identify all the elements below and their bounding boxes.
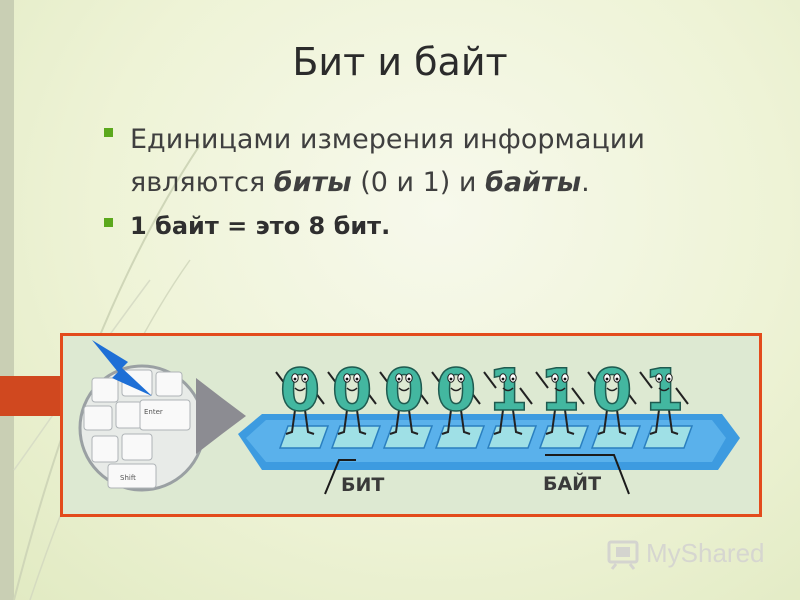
bullet-units-line2-end: .: [581, 167, 590, 198]
byte-pointer-line: [545, 454, 630, 495]
bullet-marker-icon: [104, 128, 113, 137]
pupil: [293, 377, 297, 381]
smile: [294, 387, 306, 392]
smile: [398, 387, 410, 392]
smile: [502, 387, 514, 392]
pupil: [501, 377, 505, 381]
bit-label: БИТ: [341, 474, 384, 496]
term-bytes: байты: [485, 167, 582, 198]
digit-glyph: 0: [332, 356, 372, 424]
digit-character: 0: [275, 355, 325, 435]
pupil: [397, 377, 401, 381]
bit-cell: [434, 425, 486, 449]
key-enter-label: Enter: [144, 408, 163, 416]
bit-pointer-line: [324, 459, 356, 495]
pupil: [345, 377, 349, 381]
bullet-marker-icon: [104, 218, 113, 227]
pupil: [605, 377, 609, 381]
digit-character: 0: [379, 355, 429, 435]
bit-cell: [486, 425, 538, 449]
pupil: [407, 377, 411, 381]
smile: [658, 387, 670, 392]
digit-glyph: 1: [488, 356, 528, 424]
byte-label: БАЙТ: [543, 472, 601, 495]
chevron-arrow-icon: [196, 378, 246, 454]
smile: [606, 387, 618, 392]
pupil: [563, 377, 567, 381]
bullet-list: Единицами измерения информации являются …: [104, 118, 744, 244]
smile: [450, 387, 462, 392]
pupil: [511, 377, 515, 381]
pupil: [615, 377, 619, 381]
term-bits: биты: [273, 167, 352, 198]
lightning-pointer-icon: [92, 340, 152, 396]
bit-cell: [590, 425, 642, 449]
pupil: [355, 377, 359, 381]
digit-character: 0: [327, 355, 377, 435]
key-shift-label: Shift: [120, 474, 136, 482]
bit-cell: [642, 425, 694, 449]
bit-cell: [330, 425, 382, 449]
bullet-byte-definition-text: 1 байт = это 8 бит.: [130, 212, 391, 240]
smile: [554, 387, 566, 392]
pupil: [449, 377, 453, 381]
pupil: [459, 377, 463, 381]
digit-character: 0: [431, 355, 481, 435]
pupil: [667, 377, 671, 381]
myshared-logo-icon: [607, 540, 639, 570]
left-decorative-strip: [0, 0, 14, 600]
digit-character: 1: [639, 355, 689, 435]
slide-title: Бит и байт: [292, 40, 508, 84]
bit-cell: [278, 425, 330, 449]
digit-character: 1: [535, 355, 585, 435]
keyboard-zoom-icon: Enter Shift: [78, 340, 206, 492]
bullet-byte-definition: 1 байт = это 8 бит.: [104, 208, 744, 244]
bullet-units-line2-before: являются: [130, 167, 274, 198]
bullet-units-line2-middle: (0 и 1) и: [351, 167, 486, 198]
watermark-text: MyShared: [646, 538, 765, 568]
bullet-units: Единицами измерения информации являются …: [104, 118, 744, 204]
smile: [346, 387, 358, 392]
pupil: [657, 377, 661, 381]
bit-cell: [538, 425, 590, 449]
bullet-units-line1: Единицами измерения информации: [130, 124, 645, 155]
left-accent-bar: [0, 376, 62, 416]
bit-cell: [382, 425, 434, 449]
pupil: [553, 377, 557, 381]
digit-character: 1: [483, 355, 533, 435]
pupil: [303, 377, 307, 381]
digit-character: 0: [587, 355, 637, 435]
